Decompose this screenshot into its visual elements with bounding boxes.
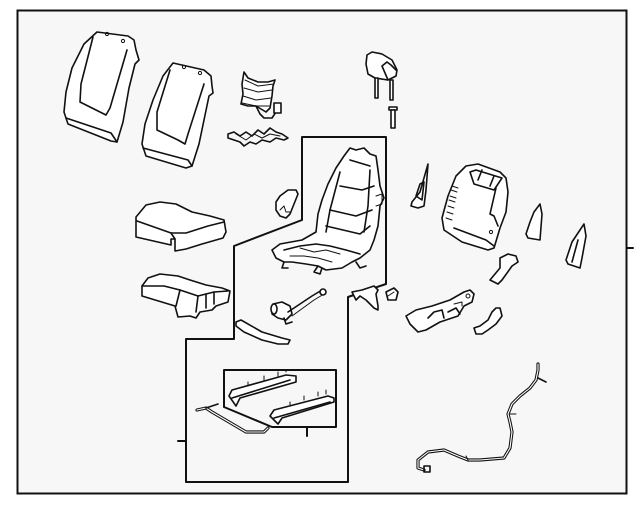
headrest-guide[interactable]: Headrest guide: [388, 106, 398, 129]
side-trim-left[interactable]: Side trim: [410, 163, 429, 209]
seat-motor[interactable]: Seat adjuster motor: [270, 288, 327, 325]
side-shield[interactable]: Side shield: [405, 289, 475, 333]
clip[interactable]: Clip: [385, 287, 399, 301]
seatback-panel[interactable]: Seat back panel: [441, 163, 509, 251]
cushion-cover[interactable]: Seat cushion cover: [135, 201, 227, 252]
clip-bracket[interactable]: Clip bracket: [351, 285, 379, 311]
seat-tracks[interactable]: Seat adjuster tracks: [228, 369, 335, 425]
recliner-trim[interactable]: Recliner trim: [275, 189, 299, 219]
cushion-pad[interactable]: Seat cushion pad: [141, 273, 231, 319]
lever-handle[interactable]: Lever: [489, 253, 519, 285]
seat-frame[interactable]: Seat frame: [271, 147, 385, 275]
knob-trim[interactable]: Knob trim: [473, 307, 503, 335]
heater-pad[interactable]: Seat heater element: [240, 71, 282, 119]
tracks-callout-box: [223, 369, 337, 428]
seatback-cover-1[interactable]: Seat back cover: [63, 31, 140, 143]
headrest[interactable]: Headrest: [365, 51, 398, 101]
side-trim-right[interactable]: Side trim: [565, 223, 587, 269]
side-trim-small[interactable]: Small trim: [525, 203, 543, 241]
seatback-cover-2[interactable]: Seat back cover: [141, 62, 214, 169]
heater-wire[interactable]: Heater wire element: [227, 127, 289, 147]
assembly-callout-outline: [185, 136, 387, 483]
bracket[interactable]: Bracket: [235, 319, 291, 345]
track-cable[interactable]: Track cable: [195, 403, 270, 434]
wire-harness[interactable]: Wiring harness: [416, 362, 547, 473]
